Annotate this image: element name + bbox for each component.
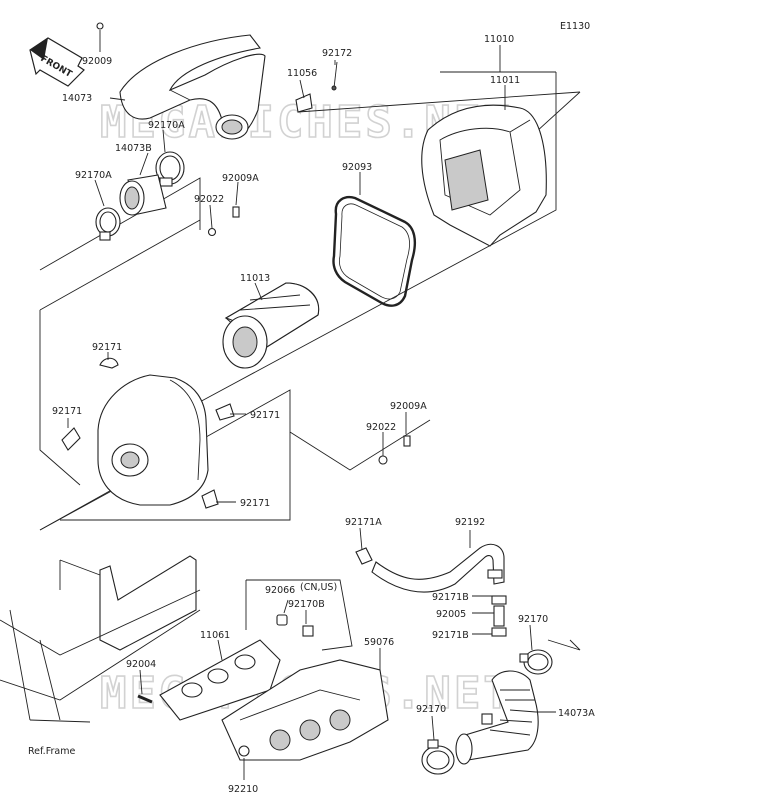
label-92022-b: 92022 bbox=[366, 422, 396, 433]
clamp-92170-lower bbox=[421, 739, 455, 775]
label-92171-d: 92171 bbox=[240, 498, 270, 509]
label-92171-a: 92171 bbox=[92, 342, 122, 353]
part-labels: 11010 11011 92172 11056 92009 14073 9217… bbox=[28, 34, 595, 795]
bolt-92009A-lower bbox=[403, 435, 411, 447]
label-92022-a: 92022 bbox=[194, 194, 224, 205]
clip-92171-b bbox=[61, 427, 81, 451]
manifold-59076 bbox=[221, 659, 389, 761]
air-cleaner-cover bbox=[97, 374, 209, 506]
bracket-11056 bbox=[295, 93, 313, 113]
plug-92066 bbox=[276, 614, 288, 626]
air-cleaner-case-11011 bbox=[421, 104, 547, 247]
label-92170A-b: 92170A bbox=[75, 170, 112, 181]
sleeve-14073B bbox=[119, 174, 167, 216]
label-92170A-a: 92170A bbox=[148, 120, 185, 131]
gasket-11061 bbox=[159, 639, 281, 721]
label-11011: 11011 bbox=[490, 75, 520, 86]
label-92093: 92093 bbox=[342, 162, 372, 173]
label-92172: 92172 bbox=[322, 48, 352, 59]
label-92009A-a: 92009A bbox=[222, 173, 259, 184]
label-92171A: 92171A bbox=[345, 517, 382, 528]
label-92170-b: 92170 bbox=[416, 704, 446, 715]
screw-92172 bbox=[331, 61, 338, 91]
bolt-92009-top bbox=[96, 22, 104, 30]
stud-92004 bbox=[137, 694, 153, 704]
front-arrow-icon: FRONT bbox=[29, 37, 85, 87]
bolt-92009A-upper bbox=[232, 206, 240, 218]
frame-lines-bottom bbox=[245, 579, 581, 651]
clamp-92170A-upper bbox=[155, 151, 185, 187]
gasket-92093 bbox=[332, 196, 416, 307]
label-ref-frame: Ref.Frame bbox=[28, 746, 75, 757]
label-92009-top: 92009 bbox=[82, 56, 112, 67]
label-92171-c: 92171 bbox=[250, 410, 280, 421]
label-92009A-b: 92009A bbox=[390, 401, 427, 412]
label-11013: 11013 bbox=[240, 273, 270, 284]
label-92066: 92066 bbox=[265, 585, 295, 596]
label-14073: 14073 bbox=[62, 93, 92, 104]
label-92170-a: 92170 bbox=[518, 614, 548, 625]
label-14073A: 14073A bbox=[558, 708, 595, 719]
label-92192: 92192 bbox=[455, 517, 485, 528]
leader-lines bbox=[67, 30, 556, 780]
clip-92171-a bbox=[99, 357, 119, 369]
label-92004: 92004 bbox=[126, 659, 156, 670]
clip-92171-c bbox=[215, 403, 235, 421]
duct-14073A bbox=[455, 670, 539, 765]
joint-92005 bbox=[491, 595, 507, 637]
clamp-92170-upper bbox=[519, 649, 553, 675]
hose-92192 bbox=[371, 543, 505, 593]
label-92171B-b: 92171B bbox=[432, 630, 469, 641]
intake-duct-14073 bbox=[119, 34, 266, 140]
label-11010: 11010 bbox=[484, 34, 514, 45]
label-92171-b: 92171 bbox=[52, 406, 82, 417]
washer-92022-lower bbox=[378, 455, 388, 465]
frame-bracket bbox=[0, 555, 201, 723]
clamp-92170A-lower bbox=[95, 207, 121, 241]
air-filter-11013 bbox=[222, 282, 320, 369]
clip-92171-d bbox=[201, 489, 219, 509]
label-92005: 92005 bbox=[436, 609, 466, 620]
clip-92171A bbox=[355, 547, 373, 565]
label-92210: 92210 bbox=[228, 784, 258, 795]
label-92171B-a: 92171B bbox=[432, 592, 469, 603]
label-11056: 11056 bbox=[287, 68, 317, 79]
clamp-92170B bbox=[302, 625, 314, 637]
label-14073B: 14073B bbox=[115, 143, 152, 154]
nut-92210 bbox=[238, 745, 250, 757]
label-59076: 59076 bbox=[364, 637, 394, 648]
washer-92022-upper bbox=[207, 227, 217, 237]
label-cn-us: (CN,US) bbox=[300, 582, 337, 593]
label-92170B: 92170B bbox=[288, 599, 325, 610]
diagram-code: E1130 bbox=[560, 21, 590, 32]
label-11061: 11061 bbox=[200, 630, 230, 641]
